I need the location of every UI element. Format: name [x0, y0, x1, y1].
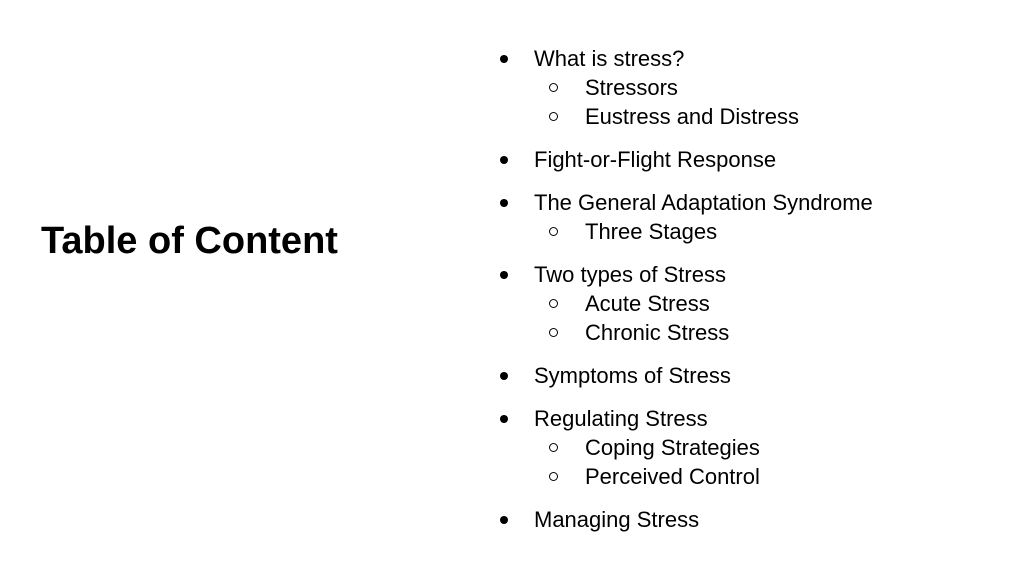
toc-subentry-label: Coping Strategies [585, 435, 760, 460]
toc-item: Two types of Stress Acute Stress Chronic… [496, 260, 1016, 347]
toc-subentry-label: Stressors [585, 75, 678, 100]
toc-subentry-label: Chronic Stress [585, 320, 730, 345]
toc-subentry: Acute Stress [496, 289, 1016, 318]
toc-entry-label: The General Adaptation Syndrome [534, 190, 873, 215]
toc-subentry-label: Eustress and Distress [585, 104, 799, 129]
toc-entry: Symptoms of Stress [496, 361, 1016, 390]
toc-subentry-label: Three Stages [585, 219, 718, 244]
toc-subentry: Stressors [496, 73, 1016, 102]
hollow-circle-bullet-icon [549, 443, 558, 452]
filled-circle-bullet-icon [500, 199, 508, 207]
toc-subentry: Chronic Stress [496, 318, 1016, 347]
toc-entry-label: What is stress? [534, 46, 685, 71]
hollow-circle-bullet-icon [549, 83, 558, 92]
hollow-circle-bullet-icon [549, 112, 558, 121]
toc-item: Symptoms of Stress [496, 361, 1016, 390]
filled-circle-bullet-icon [500, 271, 508, 279]
toc-sublist: Acute Stress Chronic Stress [496, 289, 1016, 347]
toc-item: Managing Stress [496, 505, 1016, 534]
toc-entry-label: Fight-or-Flight Response [534, 147, 777, 172]
toc-subentry: Perceived Control [496, 462, 1016, 491]
slide-title: Table of Content [41, 220, 338, 262]
filled-circle-bullet-icon [500, 372, 508, 380]
toc-subentry: Three Stages [496, 217, 1016, 246]
toc-entry-label: Managing Stress [534, 507, 700, 532]
toc-subentry: Coping Strategies [496, 433, 1016, 462]
filled-circle-bullet-icon [500, 156, 508, 164]
table-of-contents-list: What is stress? Stressors Eustress and D… [496, 44, 1016, 548]
toc-entry-label: Two types of Stress [534, 262, 726, 287]
hollow-circle-bullet-icon [549, 227, 558, 236]
toc-entry: What is stress? [496, 44, 1016, 73]
hollow-circle-bullet-icon [549, 299, 558, 308]
toc-sublist: Stressors Eustress and Distress [496, 73, 1016, 131]
toc-entry: The General Adaptation Syndrome [496, 188, 1016, 217]
hollow-circle-bullet-icon [549, 472, 558, 481]
toc-entry: Managing Stress [496, 505, 1016, 534]
toc-sublist: Coping Strategies Perceived Control [496, 433, 1016, 491]
toc-subentry-label: Perceived Control [585, 464, 760, 489]
toc-item: The General Adaptation Syndrome Three St… [496, 188, 1016, 246]
filled-circle-bullet-icon [500, 55, 508, 63]
toc-item: Fight-or-Flight Response [496, 145, 1016, 174]
toc-entry-label: Regulating Stress [534, 406, 708, 431]
toc-subentry-label: Acute Stress [585, 291, 710, 316]
filled-circle-bullet-icon [500, 415, 508, 423]
toc-sublist: Three Stages [496, 217, 1016, 246]
toc-entry-label: Symptoms of Stress [534, 363, 731, 388]
toc-entry: Two types of Stress [496, 260, 1016, 289]
toc-item: Regulating Stress Coping Strategies Perc… [496, 404, 1016, 491]
hollow-circle-bullet-icon [549, 328, 558, 337]
toc-subentry: Eustress and Distress [496, 102, 1016, 131]
filled-circle-bullet-icon [500, 516, 508, 524]
toc-entry: Regulating Stress [496, 404, 1016, 433]
toc-item: What is stress? Stressors Eustress and D… [496, 44, 1016, 131]
toc-entry: Fight-or-Flight Response [496, 145, 1016, 174]
